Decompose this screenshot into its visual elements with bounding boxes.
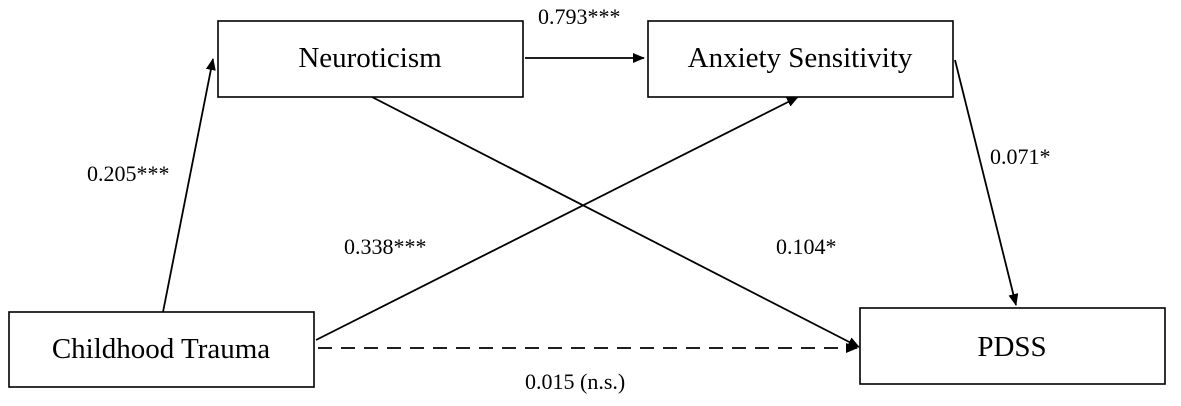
path-anxiety-sensitivity-to-pdss (954, 59, 1019, 306)
node-childhood-trauma-label: Childhood Trauma (52, 333, 270, 365)
coef-neuroticism-to-anxiety-sensitivity: 0.793*** (538, 4, 621, 29)
node-neuroticism-label: Neuroticism (298, 42, 442, 74)
path-ct-to-anxiety-sensitivity (315, 96, 799, 341)
node-anxiety-sensitivity-label: Anxiety Sensitivity (688, 42, 913, 74)
coef-ct-to-pdss: 0.015 (n.s.) (525, 369, 625, 394)
node-pdss: PDSS (859, 307, 1166, 385)
node-anxiety-sensitivity: Anxiety Sensitivity (647, 20, 954, 98)
coef-neuroticism-to-pdss: 0.104* (776, 234, 837, 259)
node-childhood-trauma: Childhood Trauma (8, 311, 315, 388)
coef-ct-to-anxiety-sensitivity: 0.338*** (344, 234, 427, 259)
node-neuroticism: Neuroticism (217, 20, 524, 98)
coef-anxiety-sensitivity-to-pdss: 0.071* (990, 144, 1051, 169)
node-pdss-label: PDSS (977, 331, 1046, 363)
coef-ct-to-neuroticism: 0.205*** (87, 161, 170, 186)
path-ct-to-neuroticism (162, 58, 216, 313)
path-neuroticism-to-pdss (371, 96, 860, 348)
